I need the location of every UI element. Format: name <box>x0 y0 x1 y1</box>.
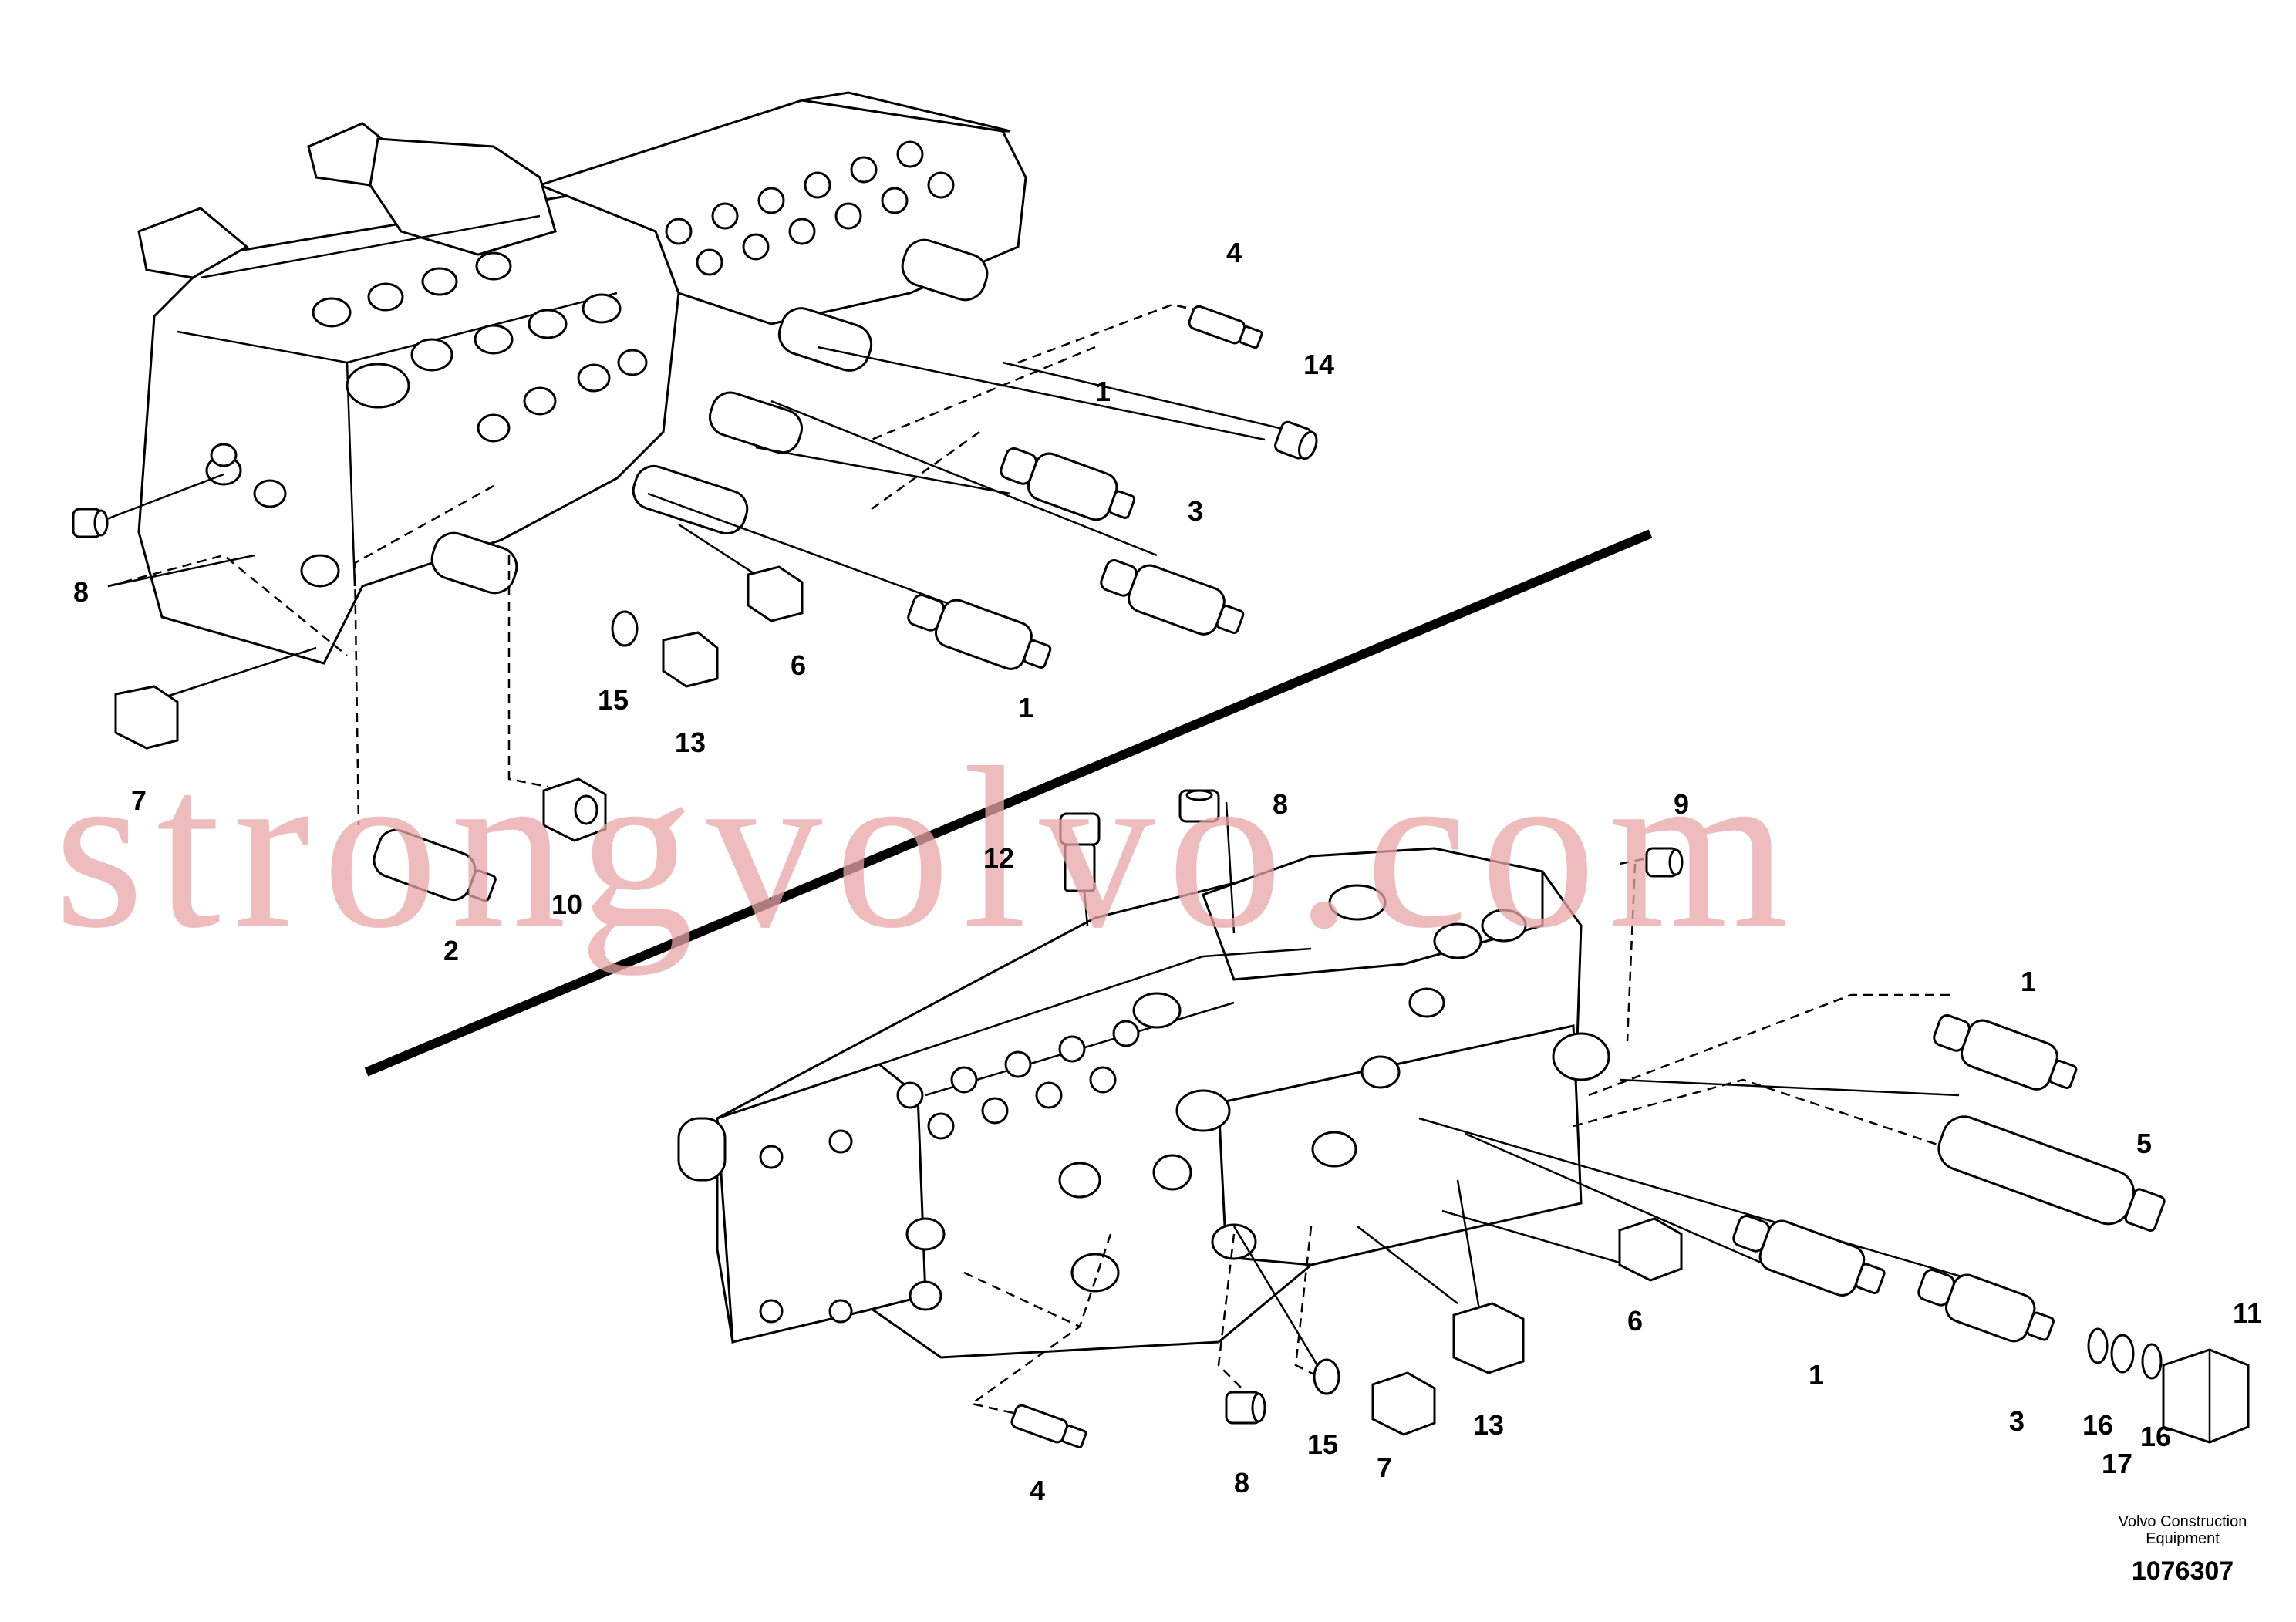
label-upper-7: 7 <box>131 784 147 816</box>
label-lower-9: 9 <box>1674 788 1689 820</box>
upper-leader-lines <box>92 303 1296 826</box>
lower-part-labels: 8 12 9 1 5 6 1 3 11 16 16 17 4 8 15 7 13 <box>983 788 2262 1506</box>
label-upper-6: 6 <box>791 649 806 681</box>
part-7-upper <box>114 685 179 750</box>
part-2-upper <box>373 828 497 902</box>
part-16-lower-b <box>2141 1343 2163 1380</box>
brand-line-2: Equipment <box>2146 1530 2220 1547</box>
label-lower-16b: 16 <box>2140 1421 2171 1452</box>
part-8-lower-bottom <box>1225 1391 1266 1425</box>
part-4-upper <box>1188 305 1263 349</box>
part-1-lower-b <box>1732 1215 1886 1297</box>
part-8-upper <box>72 508 109 538</box>
label-lower-6: 6 <box>1627 1305 1643 1337</box>
part-1-lower-a <box>1933 1014 2078 1091</box>
brand-caption: Volvo Construction Equipment <box>2082 1513 2283 1547</box>
label-upper-8: 8 <box>73 576 89 608</box>
brand-line-1: Volvo Construction <box>2118 1513 2247 1530</box>
part-1-upper-a <box>1000 447 1136 521</box>
part-3-upper <box>1100 559 1245 636</box>
label-lower-5: 5 <box>2136 1128 2152 1159</box>
label-upper-4: 4 <box>1226 237 1242 268</box>
part-15-upper <box>611 610 639 647</box>
label-lower-8b: 8 <box>1234 1467 1249 1499</box>
part-13-lower <box>1452 1302 1525 1374</box>
lower-valve-block <box>677 847 1610 1359</box>
part-3-lower <box>1917 1269 2055 1343</box>
part-5-lower <box>1937 1115 2166 1232</box>
part-10-upper <box>542 777 607 842</box>
label-lower-11: 11 <box>2233 1297 2262 1329</box>
part-1-upper-b <box>907 594 1052 670</box>
part-13-upper <box>662 631 719 688</box>
label-upper-14: 14 <box>1303 349 1334 380</box>
part-16-lower-a <box>2087 1327 2109 1364</box>
upper-loose-parts <box>72 305 1318 902</box>
label-lower-12: 12 <box>983 842 1014 874</box>
upper-part-labels: 4 14 1 3 1 8 6 15 13 7 10 2 <box>73 237 1334 966</box>
label-lower-8a: 8 <box>1273 788 1288 820</box>
part-6-upper <box>747 565 804 622</box>
part-6-lower <box>1618 1217 1683 1282</box>
label-lower-4: 4 <box>1030 1475 1045 1506</box>
label-lower-16a: 16 <box>2082 1409 2113 1441</box>
lower-loose-parts <box>1010 789 2250 1448</box>
label-upper-1a: 1 <box>1095 376 1111 407</box>
label-upper-15: 15 <box>598 684 629 716</box>
section-divider <box>364 529 1653 1077</box>
label-lower-17: 17 <box>2102 1448 2132 1479</box>
lower-leader-lines <box>963 801 1975 1421</box>
label-lower-1a: 1 <box>2021 966 2036 997</box>
watermark-text: strongvolvo.com <box>54 720 1801 976</box>
part-17-lower <box>2110 1334 2135 1374</box>
label-lower-13: 13 <box>1473 1409 1504 1441</box>
part-14-upper <box>1274 420 1318 460</box>
label-lower-1b: 1 <box>1809 1359 1824 1391</box>
upper-valve-block <box>137 91 1027 665</box>
part-11-lower <box>2162 1348 2250 1444</box>
label-upper-13: 13 <box>675 727 706 758</box>
label-upper-3: 3 <box>1188 495 1203 527</box>
label-lower-3: 3 <box>2009 1405 2025 1437</box>
part-9-lower <box>1645 847 1684 878</box>
part-4-lower <box>1010 1404 1087 1448</box>
drawing-number: 1076307 <box>2131 1556 2234 1586</box>
label-upper-2: 2 <box>443 935 459 966</box>
part-8-lower-top <box>1178 789 1220 823</box>
label-lower-15: 15 <box>1307 1428 1338 1460</box>
label-upper-1b: 1 <box>1018 692 1033 723</box>
label-lower-7: 7 <box>1377 1452 1392 1483</box>
part-12-lower <box>1059 812 1101 892</box>
label-upper-10: 10 <box>551 889 582 920</box>
part-7-lower <box>1371 1371 1436 1436</box>
part-15-lower <box>1313 1358 1340 1395</box>
